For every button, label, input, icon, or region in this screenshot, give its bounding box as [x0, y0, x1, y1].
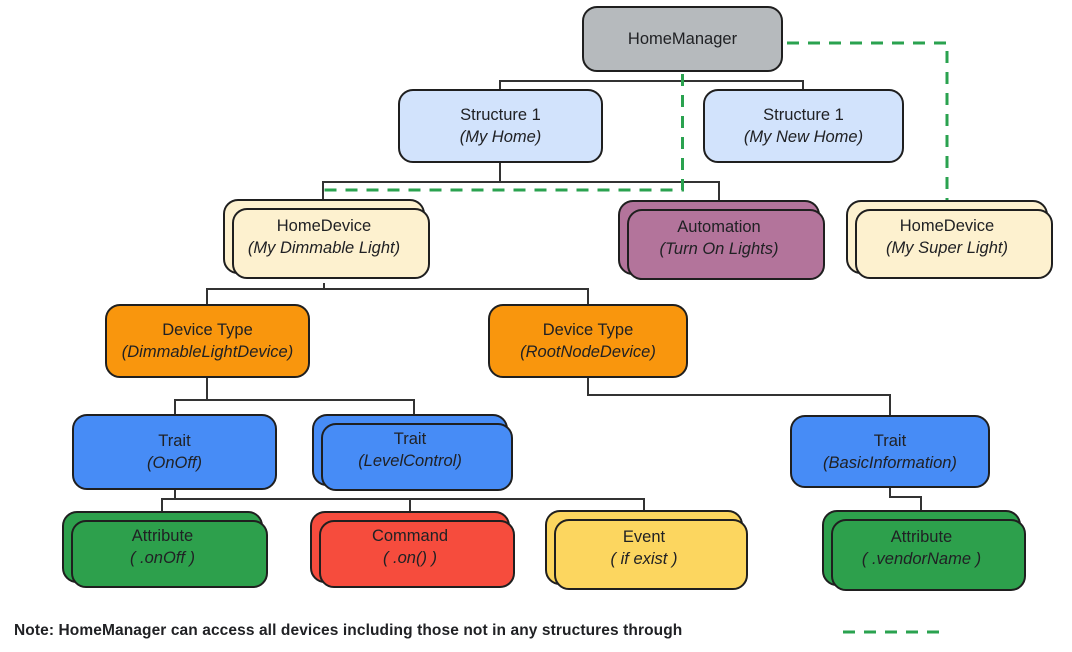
connector-trait-children: [161, 490, 645, 511]
node-title: Event: [622, 527, 666, 546]
node-subtitle: (Turn On Lights): [659, 239, 779, 258]
dashed-access-dimmable-light: [324, 74, 684, 192]
node-title: Attribute: [131, 527, 194, 545]
node-title: Trait: [873, 431, 907, 450]
node-title: Device Type: [542, 321, 634, 339]
node-attribute-onoff: Attribute ( .onOff ): [62, 511, 268, 588]
node-attribute-vendorname: Attribute ( .vendorName ): [822, 510, 1026, 591]
node-devicetype-dimmablelightdevice: Device Type (DimmableLightDevice): [105, 304, 310, 378]
node-title: Automation: [677, 217, 761, 236]
node-title: Device Type: [162, 321, 253, 339]
connector-homedevice-devicetypes: [206, 283, 589, 304]
node-subtitle: (RootNodeDevice): [520, 343, 656, 361]
node-subtitle: (My Home): [459, 128, 542, 146]
connector-homemanager-structures: [499, 74, 804, 89]
node-subtitle: ( if exist ): [610, 549, 678, 568]
node-subtitle: ( .vendorName ): [861, 550, 982, 568]
node-subtitle: ( .on() ): [382, 549, 438, 567]
node-title: HomeDevice: [899, 217, 995, 235]
node-subtitle: ( .onOff ): [129, 549, 196, 567]
node-event-if-exist: Event ( if exist ): [545, 510, 748, 590]
dashed-line-legend: [843, 630, 939, 634]
footnote: Note: HomeManager can access all devices…: [14, 622, 683, 639]
node-trait-levelcontrol: Trait (LevelControl): [312, 414, 513, 491]
node-command-on: Command ( .on() ): [310, 511, 515, 588]
node-structure-my-home: Structure 1 (My Home): [398, 89, 603, 163]
connector-devicetype-traits: [174, 378, 415, 414]
dashed-access-super-light: [787, 41, 949, 200]
node-structure-my-new-home: Structure 1 (My New Home): [703, 89, 904, 163]
node-homedevice-super-light: HomeDevice (My Super Light): [846, 200, 1053, 279]
connector-structure-children: [322, 163, 720, 200]
node-subtitle: (LevelControl): [358, 452, 462, 470]
node-subtitle: (My Dimmable Light): [247, 238, 401, 257]
node-homedevice-dimmable-light: HomeDevice (My Dimmable Light): [223, 199, 430, 279]
node-homemanager-title: HomeManager: [627, 30, 738, 48]
node-automation: Automation (Turn On Lights): [618, 200, 825, 280]
node-subtitle: (OnOff): [146, 454, 202, 472]
node-trait-basicinformation: Trait (BasicInformation): [790, 415, 990, 488]
connector-basicinfo-attribute: [889, 488, 922, 510]
node-title: Attribute: [890, 528, 953, 546]
node-subtitle: (DimmableLightDevice): [121, 343, 294, 361]
node-title: Command: [371, 527, 449, 545]
node-title: Structure 1: [460, 106, 541, 124]
node-homemanager: HomeManager: [582, 6, 783, 72]
node-title: Trait: [158, 432, 191, 450]
node-title: Trait: [393, 430, 427, 448]
node-trait-onoff: Trait (OnOff): [72, 414, 277, 490]
node-title: HomeDevice: [276, 216, 372, 235]
node-subtitle: (My New Home): [743, 128, 864, 146]
node-subtitle: (BasicInformation): [823, 453, 957, 472]
connector-rootnode-trait: [587, 378, 891, 415]
node-subtitle: (My Super Light): [886, 239, 1008, 257]
node-title: Structure 1: [763, 106, 844, 124]
node-devicetype-rootnodedevice: Device Type (RootNodeDevice): [488, 304, 688, 378]
